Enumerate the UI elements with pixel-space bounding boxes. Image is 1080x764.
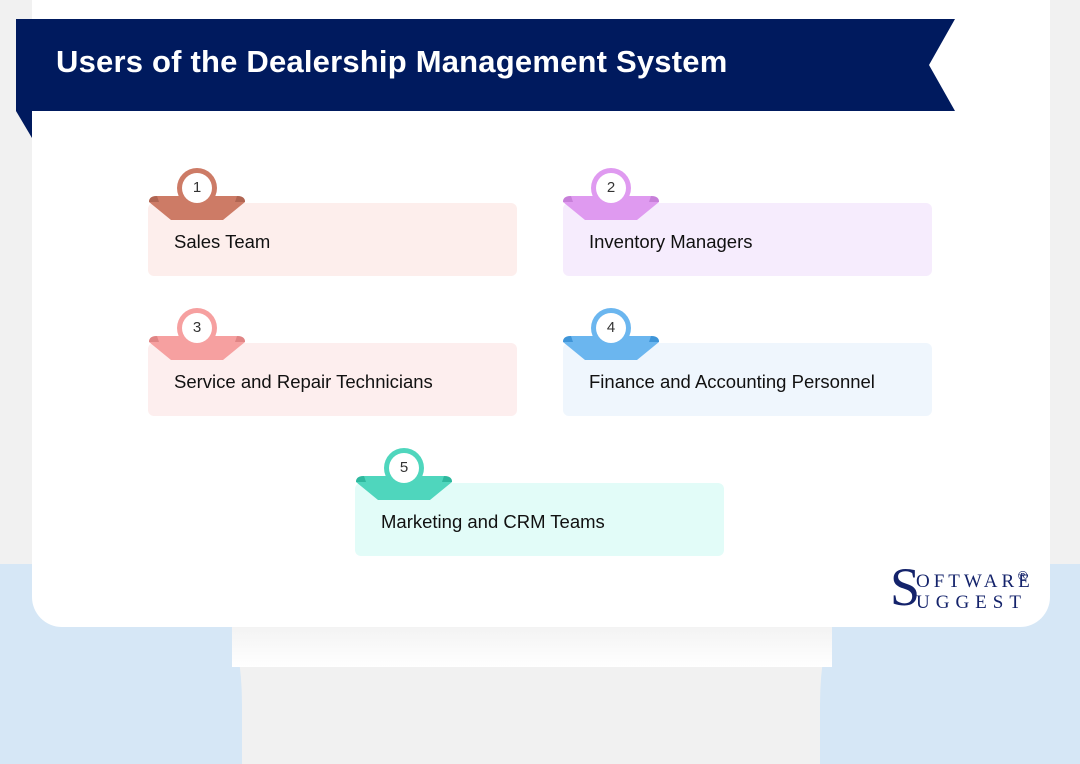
badge-number: 1 <box>192 179 202 196</box>
softwaresuggest-logo: S OFTWARE UGGEST ® <box>890 560 1040 616</box>
user-card-sales-team: Sales Team <box>148 203 517 276</box>
page-title: Users of the Dealership Management Syste… <box>56 44 728 79</box>
number-badge: 2 <box>563 168 659 224</box>
user-card-label: Inventory Managers <box>589 231 753 252</box>
ribbon-fold <box>16 111 32 138</box>
user-card-label: Sales Team <box>174 231 271 252</box>
user-card-label: Finance and Accounting Personnel <box>589 371 875 392</box>
number-badge: 3 <box>149 308 245 364</box>
badge-number: 5 <box>399 459 409 476</box>
title-banner: Users of the Dealership Management Syste… <box>16 19 956 111</box>
background-shadow <box>232 627 832 667</box>
badge-number: 2 <box>606 179 616 196</box>
logo-initial: S <box>890 557 921 617</box>
user-card-label: Marketing and CRM Teams <box>381 511 605 532</box>
number-badge: 5 <box>356 448 452 504</box>
logo-line1: OFTWARE <box>916 571 1034 592</box>
ribbon-shape <box>16 19 955 111</box>
registered-mark: ® <box>1018 568 1028 583</box>
badge-number: 3 <box>192 319 202 336</box>
number-badge: 4 <box>563 308 659 364</box>
user-card-label: Service and Repair Technicians <box>174 371 433 392</box>
logo-line2: UGGEST <box>916 592 1027 613</box>
badge-number: 4 <box>606 319 616 336</box>
number-badge: 1 <box>149 168 245 224</box>
